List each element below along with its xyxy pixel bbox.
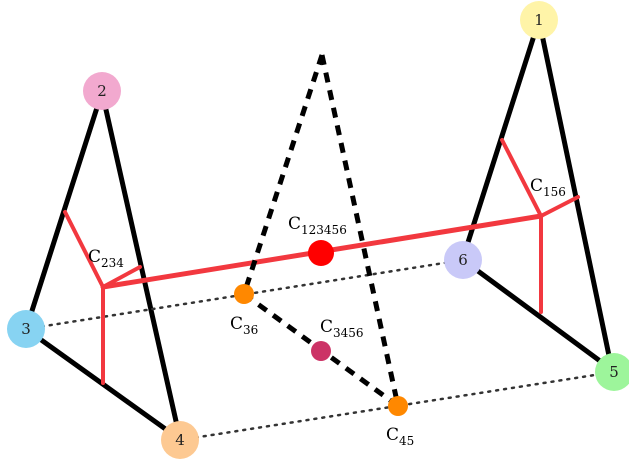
label-c234-sub: 234: [101, 256, 124, 270]
node-4: 4: [161, 421, 199, 459]
dashed-apex-to-36: [241, 54, 325, 295]
node-5-circle: [595, 353, 629, 391]
node-4-label: 4: [175, 431, 185, 449]
edge-2-4: [99, 89, 181, 433]
label-c45: C45: [386, 425, 414, 448]
edge-2-3: [27, 89, 105, 320]
dotted-lines: [24, 258, 616, 442]
label-c3456-base: C: [320, 317, 333, 337]
node-5: 5: [595, 353, 629, 391]
right-pyramid-edges: [460, 17, 618, 375]
right-tree-top-branch: [500, 138, 543, 218]
node-6-circle: [444, 241, 482, 279]
edge-1-5: [536, 17, 615, 373]
node-2-circle: [83, 72, 121, 110]
node-1-label: 1: [534, 11, 544, 29]
label-c234-base: C: [88, 247, 101, 267]
label-c123456-base: C: [288, 214, 301, 234]
left-tree-top-branch: [63, 210, 105, 289]
node-6-label: 6: [458, 251, 468, 269]
label-c156: C156: [530, 176, 566, 199]
label-c156-base: C: [530, 176, 543, 196]
dotted-4-5: [178, 370, 616, 442]
merge-dot-3456: [311, 341, 331, 361]
merge-dot-36: [234, 284, 254, 304]
node-1: 1: [520, 1, 558, 39]
dotted-3-6: [24, 258, 465, 331]
merge-dot-45: [388, 396, 408, 416]
right-tree-right-branch: [539, 195, 580, 218]
node-3-circle: [7, 310, 45, 348]
label-c234: C234: [88, 247, 124, 270]
node-1-circle: [520, 1, 558, 39]
node-2: 2: [83, 72, 121, 110]
node-3: 3: [7, 310, 45, 348]
label-c36-base: C: [230, 314, 243, 334]
node-4-circle: [161, 421, 199, 459]
label-c123456: C123456: [288, 214, 347, 237]
label-c36-sub: 36: [243, 323, 258, 337]
dashed-apex-to-45: [319, 54, 401, 407]
node-6: 6: [444, 241, 482, 279]
root-cluster-dot: [308, 240, 334, 266]
label-c156-sub: 156: [543, 185, 566, 199]
node-2-label: 2: [97, 82, 107, 100]
node-3-label: 3: [21, 320, 31, 338]
label-c123456-sub: 123456: [301, 223, 347, 237]
label-c36: C36: [230, 314, 258, 337]
label-c3456: C3456: [320, 317, 364, 340]
edge-6-5: [460, 257, 618, 375]
label-c45-sub: 45: [399, 434, 414, 448]
node-5-label: 5: [609, 363, 619, 381]
label-c3456-sub: 3456: [333, 326, 364, 340]
label-c45-base: C: [386, 425, 399, 445]
